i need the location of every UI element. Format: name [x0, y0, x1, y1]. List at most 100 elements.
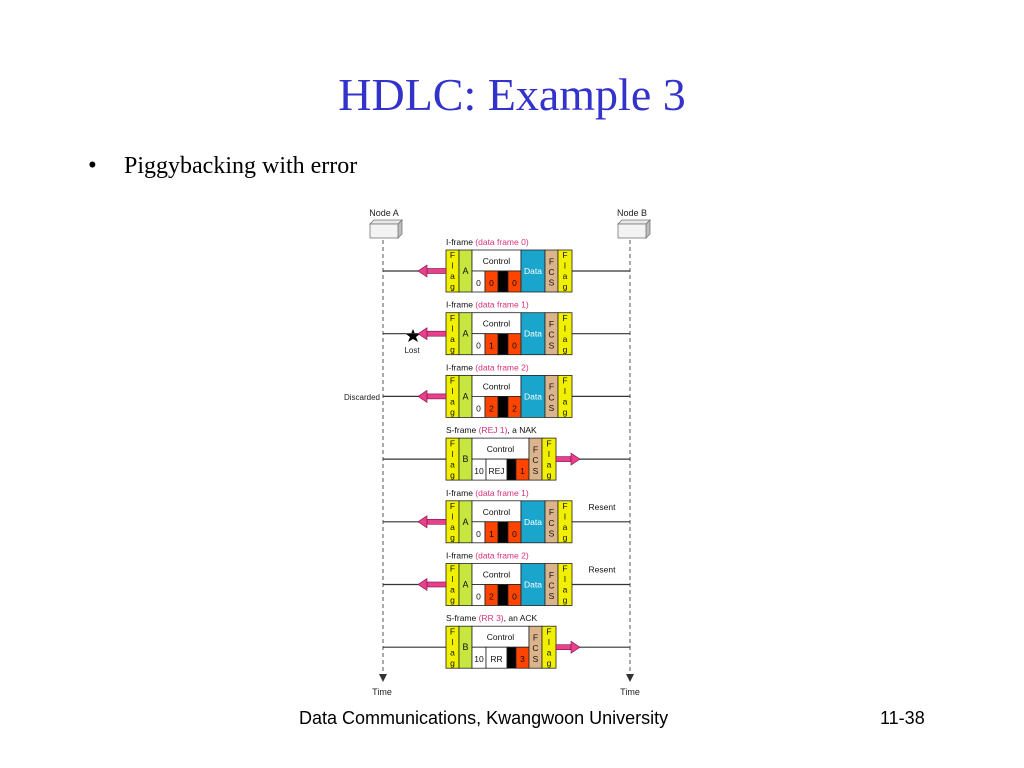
flag-letter: a — [450, 647, 455, 657]
flag-letter: g — [563, 532, 568, 542]
flag-letter: g — [563, 282, 568, 292]
address-letter: B — [462, 642, 468, 652]
control-bit: 0 — [476, 341, 481, 351]
fcs-letter: S — [533, 466, 539, 476]
fcs-letter: F — [549, 382, 554, 392]
flag-letter: g — [563, 407, 568, 417]
ns-value: 1 — [489, 529, 494, 539]
flag-letter: a — [547, 459, 552, 469]
flag-letter: F — [546, 438, 551, 448]
flag-letter: l — [564, 574, 566, 584]
caption-accent: (data frame 2) — [475, 362, 529, 372]
flag-letter: a — [450, 459, 455, 469]
flag-letter: l — [452, 449, 454, 459]
flag-letter: l — [564, 261, 566, 271]
control-bit: 10 — [474, 654, 484, 664]
flag-letter: g — [563, 595, 568, 605]
fcs-letter: F — [549, 570, 554, 580]
nr-value: 0 — [512, 341, 517, 351]
flag-letter: l — [548, 637, 550, 647]
control-label: Control — [483, 256, 511, 266]
pf-cell — [497, 270, 509, 293]
address-letter: B — [462, 454, 468, 464]
data-field — [520, 374, 546, 418]
code-value: RR — [490, 654, 502, 664]
flag-letter: F — [562, 376, 567, 386]
flag-letter: a — [563, 585, 568, 595]
ns-value: 0 — [489, 278, 494, 288]
address-letter: A — [462, 266, 468, 276]
flag-letter: a — [563, 271, 568, 281]
control-bit: 0 — [476, 278, 481, 288]
flag-letter: g — [450, 282, 455, 292]
address-letter: A — [462, 391, 468, 401]
caption-prefix: S-frame — [446, 425, 479, 435]
frame-caption: I-frame (data frame 2) — [446, 362, 529, 372]
frame-caption: S-frame (RR 3), an ACK — [446, 613, 538, 623]
address-letter: A — [462, 580, 468, 590]
flag-letter: a — [450, 522, 455, 532]
data-label: Data — [524, 580, 542, 590]
flag-letter: l — [564, 511, 566, 521]
flag-field — [557, 249, 573, 293]
caption-prefix: I-frame — [446, 300, 475, 310]
flag-field — [557, 500, 573, 544]
data-field — [520, 249, 546, 293]
flag-letter: F — [450, 501, 455, 511]
fcs-letter: S — [549, 528, 555, 538]
flag-field — [557, 312, 573, 356]
node-b-icon — [617, 219, 651, 239]
fcs-letter: C — [548, 580, 554, 590]
fcs-letter: F — [549, 256, 554, 266]
caption-suffix: , a NAK — [507, 425, 537, 435]
flag-letter: g — [563, 344, 568, 354]
caption-accent: (data frame 0) — [475, 237, 529, 247]
caption-accent: (data frame 1) — [475, 300, 529, 310]
caption-accent: (data frame 2) — [475, 551, 529, 561]
flag-letter: a — [450, 585, 455, 595]
fcs-letter: F — [533, 633, 538, 643]
nr-value: 0 — [512, 278, 517, 288]
flag-letter: g — [450, 344, 455, 354]
hdlc-diagram: Node A Time Node B Time Lost Discarded I… — [344, 208, 651, 697]
lost-label: Lost — [404, 346, 420, 355]
flag-field — [557, 563, 573, 606]
flag-letter: F — [562, 564, 567, 574]
pf-cell — [506, 646, 517, 669]
resent-label: Resent — [589, 565, 617, 575]
flag-letter: g — [547, 658, 552, 668]
frame-caption: S-frame (REJ 1), a NAK — [446, 425, 537, 435]
arrow-to-node-a-icon — [417, 327, 447, 341]
flag-letter: l — [452, 261, 454, 271]
control-bit: 0 — [476, 529, 481, 539]
flag-letter: l — [452, 323, 454, 333]
fcs-letter: S — [549, 591, 555, 601]
fcs-letter: C — [548, 267, 554, 277]
caption-prefix: S-frame — [446, 613, 479, 623]
control-label: Control — [487, 632, 515, 642]
flag-letter: g — [450, 407, 455, 417]
nr-value: 0 — [512, 592, 517, 602]
flag-field — [557, 374, 573, 418]
data-field — [520, 312, 546, 356]
control-bit: 0 — [476, 403, 481, 413]
pf-cell — [497, 333, 509, 356]
flag-letter: a — [563, 397, 568, 407]
ns-value: 2 — [489, 403, 494, 413]
arrow-to-node-a-icon — [417, 515, 447, 529]
frame-caption: I-frame (data frame 2) — [446, 551, 529, 561]
flag-letter: F — [450, 564, 455, 574]
control-bit: 0 — [476, 592, 481, 602]
time-label-a: Time — [372, 687, 392, 697]
flag-letter: F — [562, 313, 567, 323]
slide-title: HDLC: Example 3 — [338, 69, 686, 120]
address-letter: A — [462, 517, 468, 527]
control-label: Control — [483, 507, 511, 517]
flag-letter: F — [450, 626, 455, 636]
